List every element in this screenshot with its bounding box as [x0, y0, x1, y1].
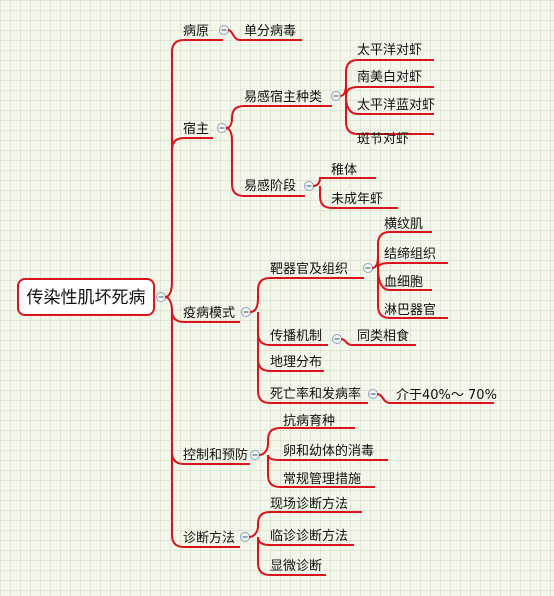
node-target[interactable]: 靶器官及组织 — [270, 261, 348, 277]
node-transmission-detail[interactable]: 同类相食 — [357, 328, 409, 344]
edge-epidemic-mortality — [257, 359, 368, 404]
node-target-2[interactable]: 结缔组织 — [384, 246, 436, 262]
collapse-icon[interactable] — [240, 532, 250, 542]
edge-pathogen-detail — [227, 29, 302, 41]
edge-root-host — [171, 137, 213, 151]
collapse-icon[interactable] — [363, 263, 373, 273]
node-control-2[interactable]: 卵和幼体的消毒 — [283, 443, 374, 459]
collapse-icon[interactable] — [156, 292, 166, 302]
node-control-3[interactable]: 常规管理措施 — [283, 472, 361, 487]
node-pathogen-detail[interactable]: 单分病毒 — [244, 24, 296, 39]
edge-root-control — [171, 310, 250, 465]
node-species-2[interactable]: 南美白对虾 — [357, 69, 422, 85]
collapse-icon[interactable] — [241, 307, 251, 317]
collapse-icon[interactable] — [219, 25, 229, 35]
node-host-species[interactable]: 易感宿主种类 — [244, 89, 322, 105]
edge-control-group — [258, 427, 388, 488]
edge-stage-group — [312, 177, 398, 209]
node-species-1[interactable]: 太平洋对虾 — [357, 43, 422, 58]
edge-species-group — [339, 59, 434, 135]
edge-epidemic-target — [249, 277, 364, 313]
collapse-icon[interactable] — [217, 123, 227, 133]
root-node-box[interactable] — [17, 278, 155, 316]
collapse-icon[interactable] — [250, 450, 260, 460]
node-epidemic[interactable]: 疫病模式 — [183, 305, 235, 321]
node-diagnosis-1[interactable]: 现场诊断方法 — [270, 496, 348, 512]
node-diagnosis[interactable]: 诊断方法 — [183, 530, 235, 546]
edge-target-group — [371, 231, 448, 319]
edge-diagnosis-group — [248, 511, 362, 576]
node-diagnosis-3[interactable]: 显微诊断 — [270, 559, 322, 574]
edge-transmission-detail — [340, 338, 416, 346]
root-node-label: 传染性肌坏死病 — [27, 288, 146, 308]
edge-host-stage — [225, 127, 305, 197]
node-pathogen[interactable]: 病原 — [183, 24, 209, 39]
node-target-3[interactable]: 血细胞 — [384, 275, 423, 290]
edge-host-species — [225, 105, 332, 129]
node-geography[interactable]: 地理分布 — [270, 355, 322, 370]
node-control[interactable]: 控制和预防 — [183, 447, 248, 463]
edge-mortality-detail — [376, 393, 494, 404]
collapse-icon[interactable] — [332, 334, 342, 344]
node-target-1[interactable]: 横纹肌 — [384, 217, 423, 232]
collapse-icon[interactable] — [304, 181, 314, 191]
node-host[interactable]: 宿主 — [183, 121, 209, 137]
collapse-icon[interactable] — [368, 389, 378, 399]
node-stage-2[interactable]: 未成年虾 — [331, 192, 383, 207]
node-control-1[interactable]: 抗病育种 — [283, 413, 335, 429]
node-host-stage[interactable]: 易感阶段 — [244, 178, 296, 194]
edge-root-diagnosis — [171, 452, 240, 548]
edge-root-pathogen — [164, 39, 223, 298]
collapse-icon[interactable] — [331, 91, 341, 101]
node-species-4[interactable]: 斑节对虾 — [357, 132, 409, 147]
node-mortality-detail[interactable]: 介于40%～ 70% — [396, 388, 497, 403]
node-diagnosis-2[interactable]: 临诊诊断方法 — [270, 528, 348, 544]
node-stage-1[interactable]: 稚体 — [331, 163, 357, 178]
node-mortality[interactable]: 死亡率和发病率 — [270, 386, 361, 402]
node-transmission[interactable]: 传播机制 — [270, 329, 322, 344]
node-species-3[interactable]: 太平洋蓝对虾 — [357, 98, 435, 113]
node-target-4[interactable]: 淋巴器官 — [384, 302, 436, 318]
